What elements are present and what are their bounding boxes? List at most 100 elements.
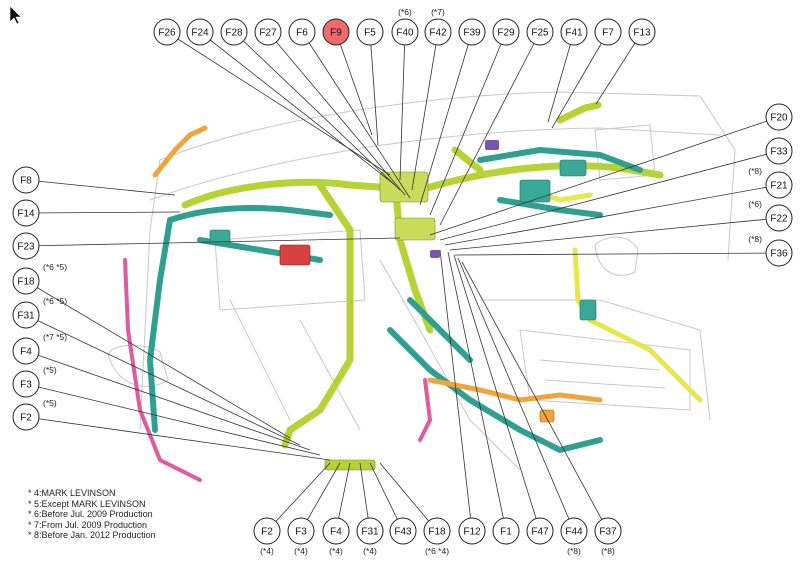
connector-callout-f12[interactable]: F12 — [458, 517, 486, 545]
callout-note: (*6 *4) — [425, 546, 449, 556]
connector-callout-f21[interactable]: F21(*8) — [748, 166, 793, 199]
connector-callout-f23[interactable]: F23 — [12, 232, 40, 260]
callout-note: (*4) — [329, 546, 343, 556]
callout-label: F41 — [565, 28, 583, 39]
connector-callout-f43[interactable]: F43 — [389, 517, 417, 545]
connector-callout-f3b[interactable]: F3(*4) — [287, 517, 315, 556]
callout-label: F31 — [17, 311, 35, 322]
leader-line-f41 — [547, 31, 575, 123]
connector-callout-f6[interactable]: F6 — [288, 18, 316, 46]
callout-note: (*8) — [748, 234, 762, 244]
callout-label: F2 — [261, 527, 273, 538]
connector-callout-f2l[interactable]: F2(*5) — [12, 398, 57, 431]
callout-label: F6 — [296, 28, 308, 39]
legend-line: * 5:Except MARK LEVINSON — [28, 498, 146, 509]
leader-line-f3l — [25, 383, 321, 456]
callout-note: (*8) — [601, 546, 615, 556]
callout-label: F24 — [191, 28, 209, 39]
callout-note: (*8) — [567, 546, 581, 556]
callout-circle — [391, 18, 419, 46]
connector-callout-f9[interactable]: F9 — [322, 18, 350, 46]
callout-label: F36 — [770, 249, 788, 260]
leader-line-f7 — [551, 31, 609, 129]
connector-callout-f37[interactable]: F37 (*8) — [594, 517, 622, 556]
callout-label: F4 — [20, 347, 32, 358]
leader-line-f28 — [233, 31, 401, 191]
callout-note: (*7 *5) — [43, 332, 67, 342]
callout-circle — [765, 103, 793, 131]
leader-lines — [25, 31, 780, 532]
leader-line-f1 — [447, 251, 507, 532]
connector-callout-f1[interactable]: F1 — [492, 517, 520, 545]
harness-yellow — [527, 187, 703, 403]
connector-callout-f14[interactable]: F14 — [12, 199, 40, 227]
connector-callout-f18l[interactable]: F18(*6 *5) — [12, 262, 67, 295]
callout-label: F44 — [565, 527, 583, 538]
connector-callout-f44[interactable]: F44 (*8) — [560, 517, 588, 556]
connector-callout-f47[interactable]: F47 — [526, 517, 554, 545]
connector-callout-f2b[interactable]: F2(*4) — [253, 517, 281, 556]
callout-label: F43 — [394, 527, 412, 538]
callout-label: F39 — [463, 28, 481, 39]
leader-line-f14 — [25, 211, 181, 214]
connector-callout-f18b[interactable]: F18(*6 *4) — [423, 517, 451, 556]
leader-line-f8 — [25, 179, 176, 196]
connector-callout-f36[interactable]: F36 (*8) — [748, 234, 793, 267]
callout-circle — [12, 403, 40, 431]
connector-callout-f41[interactable]: F41 — [560, 18, 588, 46]
callout-label: F26 — [158, 28, 176, 39]
footnote-legend: * 4:MARK LEVINSON * 5:Except MARK LEVINS… — [28, 488, 156, 541]
connector-callout-f33[interactable]: F33 — [765, 137, 793, 165]
callout-note: (*5) — [43, 365, 57, 375]
callout-circle — [492, 18, 520, 46]
callout-label: F40 — [396, 28, 414, 39]
callout-circle — [765, 137, 793, 165]
connector-callout-f22[interactable]: F22(*6) — [748, 199, 793, 232]
callout-label: F8 — [20, 176, 32, 187]
callout-label: F13 — [633, 28, 651, 39]
connector-callout-f4b[interactable]: F4(*4) — [322, 517, 350, 556]
leader-line-f18b — [379, 462, 438, 532]
callout-label: F22 — [770, 214, 788, 225]
connector-callout-f8[interactable]: F8 — [12, 166, 40, 194]
connector-callout-f4l[interactable]: F4 (*7 *5) — [12, 332, 67, 365]
connector-callout-f13[interactable]: F13 — [628, 18, 656, 46]
connector-callout-f39[interactable]: F39 — [458, 18, 486, 46]
leader-line-f2b — [266, 462, 331, 532]
connector-callout-f28[interactable]: F28 — [220, 18, 248, 46]
legend-line: * 4:MARK LEVINSON — [28, 488, 116, 498]
connector-callout-f26[interactable]: F26 — [153, 18, 181, 46]
connector-callout-f31l[interactable]: F31(*6 *5) — [12, 296, 67, 329]
connector-callout-f40[interactable]: F40(*6) — [391, 7, 419, 46]
leader-line-f5 — [369, 31, 379, 146]
connector-callout-f25[interactable]: F25 — [526, 18, 554, 46]
callout-label: F37 — [599, 527, 617, 538]
connector-callout-f42[interactable]: F42(*7) — [424, 7, 452, 46]
connector-callout-f3l[interactable]: F3(*5) — [12, 365, 57, 398]
callout-circle — [458, 517, 486, 545]
callout-label: F3 — [295, 527, 307, 538]
leader-line-f4l — [25, 350, 311, 451]
legend-line: * 7:From Jul. 2009 Production — [28, 519, 148, 530]
harness-orange — [152, 125, 603, 403]
connector-callout-f31b[interactable]: F31(*4) — [356, 517, 384, 556]
leader-line-f27 — [267, 31, 406, 196]
connector-callout-f20[interactable]: F20 — [765, 103, 793, 131]
leader-line-f20 — [429, 116, 780, 236]
connector-callout-f7[interactable]: F7 — [594, 18, 622, 46]
legend-line: * 8:Before Jan. 2012 Production — [28, 530, 156, 540]
leader-line-f33 — [439, 150, 780, 241]
callout-label: F33 — [770, 147, 788, 158]
harness-purple — [430, 140, 499, 258]
connector-callout-f27[interactable]: F27 — [254, 18, 282, 46]
connector-callout-f24[interactable]: F24 — [186, 18, 214, 46]
leader-line-f47 — [453, 254, 541, 532]
callout-label: F28 — [225, 28, 243, 39]
connector-callout-f29[interactable]: F29 — [492, 18, 520, 46]
connector-callout-f5[interactable]: F5 — [356, 18, 384, 46]
leader-line-f44 — [457, 257, 575, 532]
leader-line-f2l — [25, 416, 331, 461]
callout-label: F1 — [500, 527, 512, 538]
legend-line: * 6:Before Jul. 2009 Production — [28, 509, 153, 519]
